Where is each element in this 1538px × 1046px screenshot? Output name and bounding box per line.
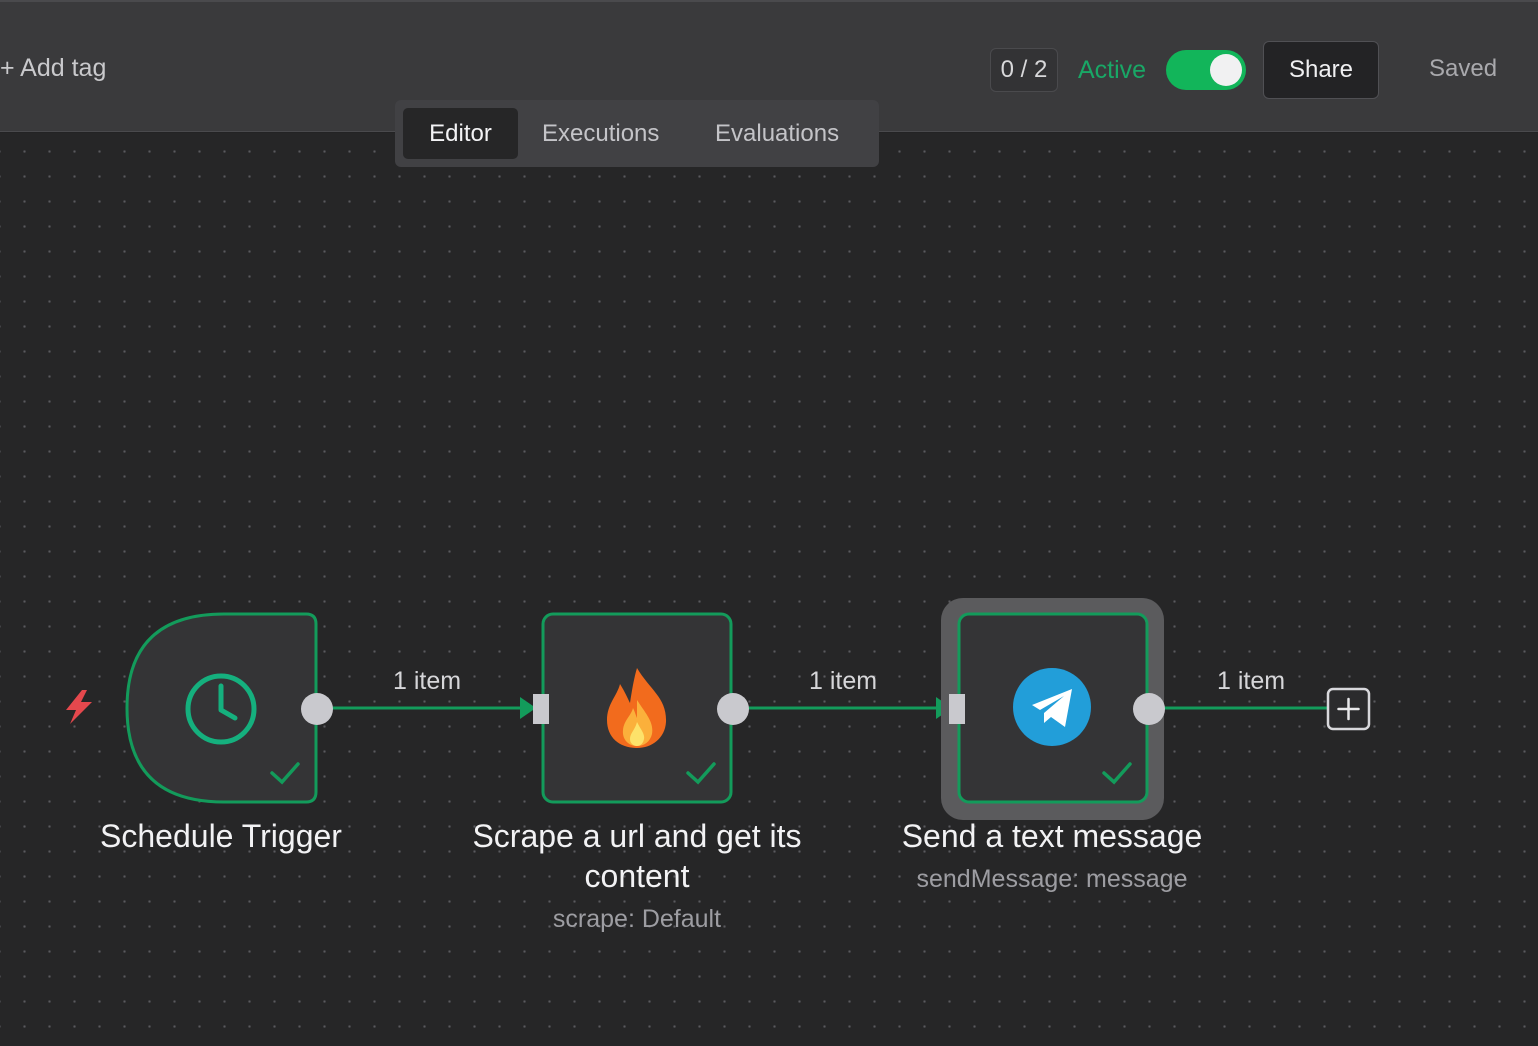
node-send-text-message[interactable] [941, 598, 1164, 820]
success-check-icon [1102, 762, 1132, 785]
tab-editor[interactable]: Editor [403, 108, 518, 159]
toggle-knob [1210, 54, 1242, 86]
tab-executions[interactable]: Executions [542, 119, 660, 147]
edge-label: 1 item [809, 667, 878, 695]
node-subtitle: sendMessage: message [916, 865, 1188, 893]
saved-status: Saved [1429, 55, 1498, 82]
plus-icon [1337, 697, 1360, 721]
active-label: Active [1078, 56, 1147, 84]
view-tabs: Editor Executions Evaluations [395, 100, 879, 167]
workflow-canvas[interactable] [0, 133, 1538, 1046]
node-title-line-2: content [584, 858, 690, 894]
node-scrape-url[interactable] [541, 612, 733, 804]
success-check-icon [686, 762, 716, 785]
evaluation-counter: 0 / 2 [990, 48, 1058, 92]
edge-label: 1 item [1217, 667, 1286, 695]
node-subtitle: scrape: Default [552, 905, 722, 933]
connection-arrow [520, 697, 536, 719]
share-button[interactable]: Share [1263, 41, 1379, 99]
telegram-icon [1013, 668, 1091, 746]
edge-label: 1 item [393, 667, 462, 695]
trigger-bolt-icon [66, 690, 92, 724]
clock-icon [185, 673, 257, 745]
output-handle[interactable] [717, 693, 749, 725]
node-title: Schedule Trigger [100, 818, 342, 854]
success-check-icon [270, 762, 300, 785]
tab-evaluations[interactable]: Evaluations [715, 119, 840, 147]
input-handle[interactable] [533, 694, 549, 724]
output-handle[interactable] [1133, 693, 1165, 725]
output-handle[interactable] [301, 693, 333, 725]
fire-icon [607, 668, 667, 748]
add-node-button[interactable] [1326, 687, 1371, 731]
input-handle[interactable] [949, 694, 965, 724]
active-toggle[interactable] [1166, 50, 1246, 90]
node-schedule-trigger[interactable] [125, 612, 318, 804]
node-title: Send a text message [901, 818, 1203, 854]
node-title-line-1: Scrape a url and get its [472, 818, 802, 854]
add-tag-button[interactable]: + Add tag [0, 54, 107, 82]
